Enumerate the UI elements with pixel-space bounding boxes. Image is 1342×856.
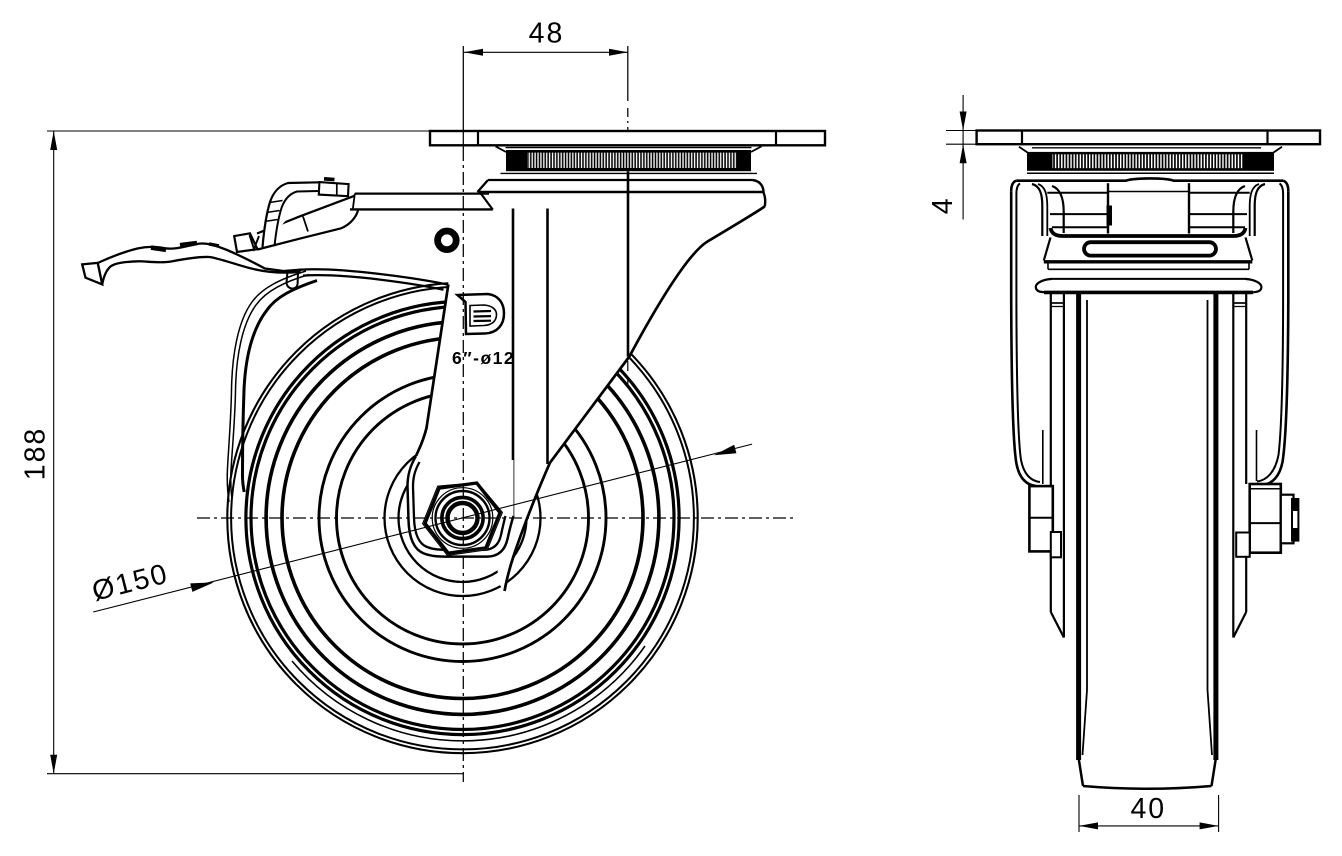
svg-text:6″-ø12: 6″-ø12 <box>452 348 515 368</box>
svg-text:40: 40 <box>1130 793 1166 825</box>
svg-text:4: 4 <box>927 196 959 214</box>
svg-text:188: 188 <box>20 427 52 481</box>
svg-text:48: 48 <box>529 18 565 50</box>
